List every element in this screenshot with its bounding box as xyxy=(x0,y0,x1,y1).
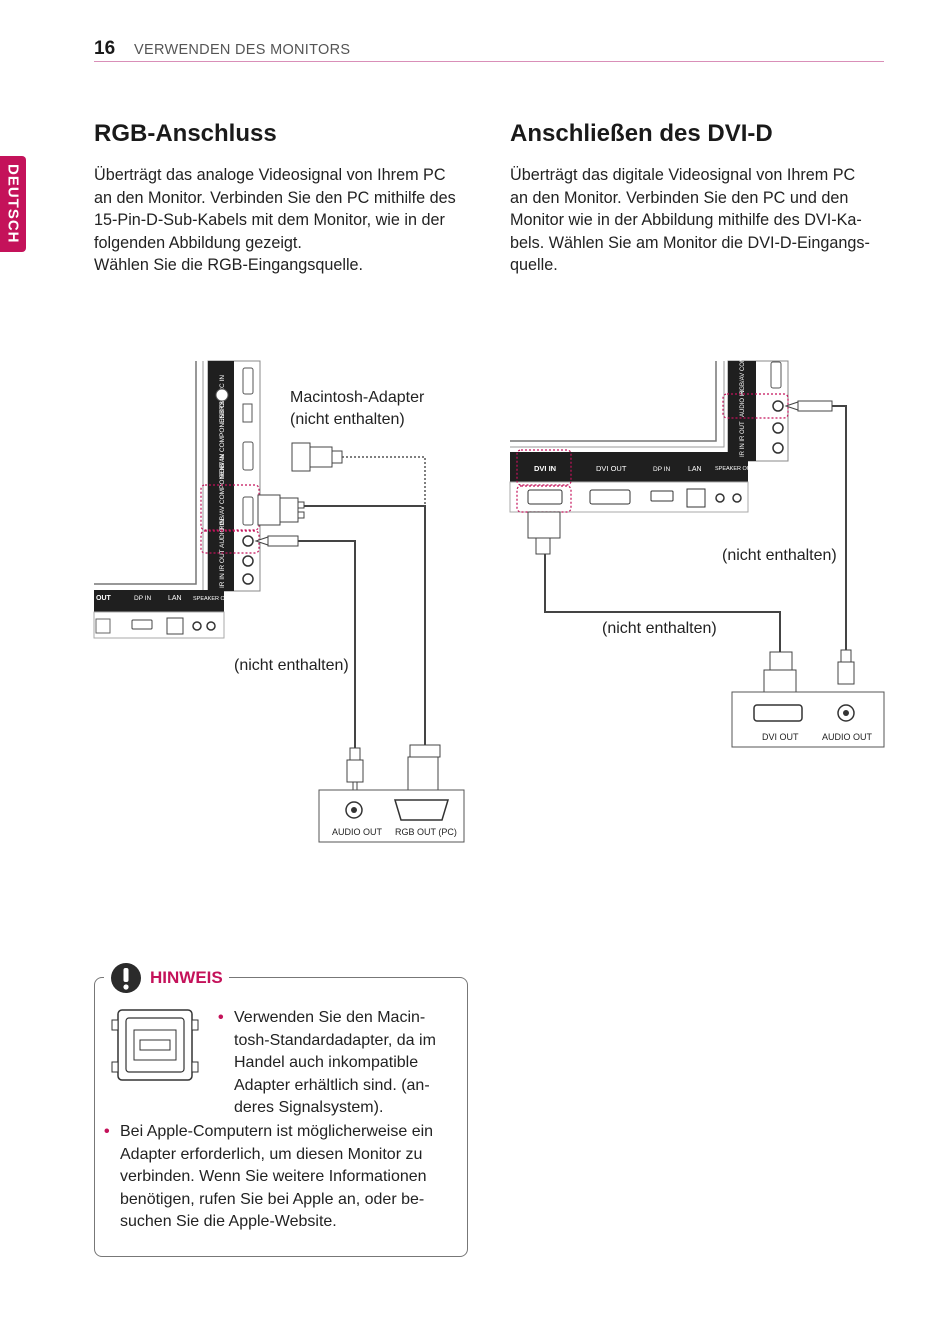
warning-icon xyxy=(111,963,141,993)
note-box xyxy=(94,977,468,1257)
body-line: Wählen Sie die RGB-Eingangsquelle. xyxy=(94,256,364,275)
port-label-rgb-in: RGB/AV COMPONENT IN xyxy=(219,453,226,530)
language-tab-label: DEUTSCH xyxy=(4,164,22,244)
port-label-lan: LAN xyxy=(168,595,182,602)
note-line: Verwenden Sie den Macin- xyxy=(234,1009,426,1026)
mac-adapter-illustration xyxy=(111,1009,199,1081)
port-label-audio-in: AUDIO IN xyxy=(219,519,226,548)
body-line: Überträgt das digitale Videosignal von I… xyxy=(510,166,856,184)
dvi-diagram: RGB/AV COMPONENT AUDIO IN IR IN IR OUT D… xyxy=(509,332,885,748)
bullet-mark: • xyxy=(218,1009,224,1026)
language-tab: DEUTSCH xyxy=(0,156,26,252)
note-title: HINWEIS xyxy=(150,968,223,987)
port-label-dp-in-right: DP IN xyxy=(653,466,671,473)
adapter-label-line: Macintosh-Adapter xyxy=(290,389,425,406)
note-bullet-2: • Bei Apple-Computern ist möglicherweise… xyxy=(104,1121,454,1234)
body-line: quelle. xyxy=(510,256,558,275)
adapter-label-line: (nicht enthalten) xyxy=(290,411,405,428)
port-label-speaker-out: SPEAKER OUT xyxy=(193,596,233,602)
body-line: 15-Pin-D-Sub-Kabels mit dem Monitor, wie… xyxy=(94,211,445,230)
dvi-section-body: Überträgt das digitale Videosignal von I… xyxy=(510,164,890,277)
pc-label-rgb-out: RGB OUT (PC) xyxy=(395,827,457,837)
port-label-speaker-out-right: SPEAKER OUT xyxy=(715,466,755,472)
pc-label-dvi-out: DVI OUT xyxy=(762,732,799,742)
port-label-dvi-out: DVI OUT xyxy=(596,464,627,473)
running-title: VERWENDEN DES MONITORS xyxy=(134,42,351,58)
note-line: verbinden. Wenn Sie weitere Informatione… xyxy=(120,1168,427,1186)
page-number: 16 xyxy=(94,38,116,59)
note-line: Handel auch inkompatible xyxy=(234,1054,419,1072)
note-line: suchen Sie die Apple-Website. xyxy=(120,1213,337,1231)
note-line: Adapter erforderlich, um diesen Monitor … xyxy=(120,1145,423,1163)
port-label-dp-in: DP IN xyxy=(134,595,152,602)
note-line: Bei Apple-Computern ist möglicherweise e… xyxy=(120,1123,434,1140)
note-header: HINWEIS xyxy=(104,962,229,994)
rgb-cable-label: (nicht enthalten) xyxy=(234,657,349,674)
monitor-port-strip-right xyxy=(510,452,748,482)
port-label-rgb-out: RGB/AV COMPONENT OUT xyxy=(219,394,226,478)
pc-label-audio-out: AUDIO OUT xyxy=(332,827,383,837)
port-label-ir-right: IR IN IR OUT xyxy=(740,421,746,457)
port-label-ir: IR IN IR OUT xyxy=(219,549,226,588)
body-line: bels. Wählen Sie am Monitor die DVI-D-Ei… xyxy=(510,233,870,252)
note-line: Adapter erhältlich sind. (an- xyxy=(234,1076,430,1094)
rgb-diagram: RS-232C IN USB RGB/AV COMPONENT OUT RGB/… xyxy=(93,360,465,843)
dvi-audio-cable-label: (nicht enthalten) xyxy=(722,547,837,564)
port-label-lan-right: LAN xyxy=(688,466,702,473)
note-line: tosh-Standardadapter, da im xyxy=(234,1031,436,1049)
port-label-out: OUT xyxy=(96,595,112,602)
header-rule xyxy=(94,61,884,62)
pc-label-audio-out-right: AUDIO OUT xyxy=(822,732,873,742)
body-line: Überträgt das analoge Videosignal von Ih… xyxy=(94,166,446,184)
body-line: an den Monitor. Verbinden Sie den PC mit… xyxy=(94,188,456,207)
port-label-rgb-component: RGB/AV COMPONENT xyxy=(740,332,746,395)
port-label-usb: USB xyxy=(219,410,226,423)
port-label-audio-in-right: AUDIO IN xyxy=(740,390,746,417)
adapter-label: Macintosh-Adapter (nicht enthalten) xyxy=(290,387,424,431)
port-label-dvi-in: DVI IN xyxy=(534,464,556,473)
monitor-port-strip xyxy=(94,590,224,612)
note-line: benötigen, rufen Sie bei Apple an, oder … xyxy=(120,1190,425,1208)
body-line: folgenden Abbildung gezeigt. xyxy=(94,233,302,252)
note-line: deres Signalsystem). xyxy=(234,1099,384,1117)
rgb-section-body: Überträgt das analoge Videosignal von Ih… xyxy=(94,164,474,277)
rgb-section-title: RGB-Anschluss xyxy=(94,120,277,147)
note-bullet-1: • Verwenden Sie den Macin- tosh-Standard… xyxy=(218,1007,454,1120)
dvi-cable-label: (nicht enthalten) xyxy=(602,620,717,637)
bullet-mark: • xyxy=(104,1123,110,1140)
body-line: an den Monitor. Verbinden Sie den PC und… xyxy=(510,188,849,207)
body-line: Monitor wie in der Abbildung mithilfe de… xyxy=(510,211,862,230)
dvi-section-title: Anschließen des DVI-D xyxy=(510,120,773,147)
